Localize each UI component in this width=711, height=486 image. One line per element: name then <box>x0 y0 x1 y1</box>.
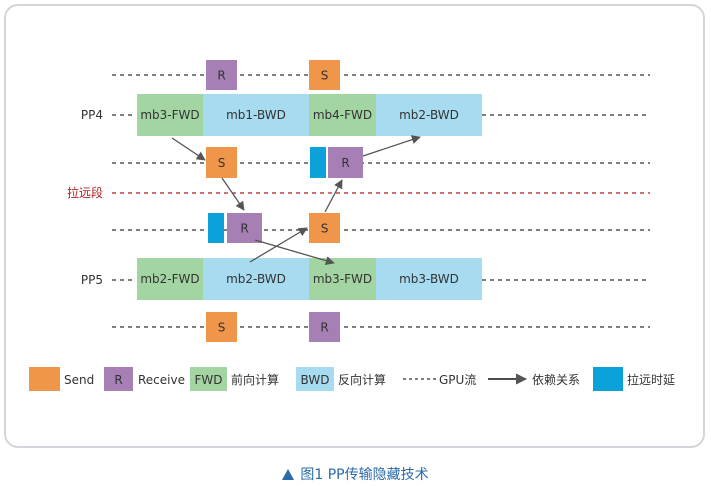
figure-caption: 图1 PP传输隐藏技术 <box>0 464 711 484</box>
pp4-top-receive-op: R <box>206 60 237 90</box>
svg-text:mb2-BWD: mb2-BWD <box>399 108 459 122</box>
pp5-block-mb2-fwd: mb2-FWD <box>137 258 203 300</box>
legend-send-label: Send <box>64 373 94 387</box>
pp4-bottom-receive-op: R <box>328 147 363 178</box>
svg-text:R: R <box>240 222 248 236</box>
pp5-block-mb3-bwd: mb3-BWD <box>376 258 482 300</box>
legend-receive-label: Receive <box>138 373 185 387</box>
pp5-block-mb3-fwd: mb3-FWD <box>309 258 376 300</box>
pp-diagram: PP4 拉远段 PP5 R S mb3-FWD mb1-BWD mb4-FWD … <box>29 60 675 391</box>
pp5-bottom-send-op: S <box>206 312 237 342</box>
svg-text:mb1-BWD: mb1-BWD <box>226 108 286 122</box>
legend-bwd-label: 反向计算 <box>338 372 386 387</box>
svg-text:mb3-FWD: mb3-FWD <box>313 272 372 286</box>
legend-receive-box-text: R <box>114 373 122 387</box>
svg-text:R: R <box>217 69 225 83</box>
pp4-label: PP4 <box>81 108 103 122</box>
caption-triangle-icon <box>282 469 295 480</box>
svg-text:mb3-BWD: mb3-BWD <box>399 272 459 286</box>
legend-send-swatch <box>29 367 60 391</box>
legend-gpu-stream-label: GPU流 <box>439 373 476 387</box>
dependency-arrow-2 <box>221 177 245 211</box>
pp4-block-mb3-fwd: mb3-FWD <box>137 94 203 136</box>
pp4-block-mb1-bwd: mb1-BWD <box>203 94 309 136</box>
pp4-pull-delay-bar <box>310 147 326 178</box>
legend-dependency-label: 依赖关系 <box>532 372 580 387</box>
legend-delay-label: 拉远时延 <box>627 372 675 387</box>
legend-fwd-box-text: FWD <box>194 373 222 387</box>
pp4-block-mb4-fwd: mb4-FWD <box>309 94 376 136</box>
svg-text:R: R <box>341 156 349 170</box>
pp5-top-send-op: S <box>309 213 340 243</box>
svg-text:mb3-FWD: mb3-FWD <box>140 108 199 122</box>
pp5-top-receive-op: R <box>227 213 262 243</box>
pp4-top-send-op: S <box>309 60 340 90</box>
legend: Send R Receive FWD 前向计算 BWD 反向计算 GPU流 依赖… <box>29 367 675 391</box>
svg-text:S: S <box>218 156 226 170</box>
dependency-arrow-4 <box>362 135 421 157</box>
pp5-pull-delay-bar <box>208 213 224 243</box>
legend-delay-swatch <box>593 367 623 391</box>
dependency-arrow-3 <box>324 179 343 213</box>
dependency-arrow-1 <box>171 137 206 161</box>
svg-text:R: R <box>320 321 328 335</box>
svg-text:S: S <box>321 69 329 83</box>
legend-receive-swatch <box>104 367 133 391</box>
legend-bwd-box-text: BWD <box>301 373 330 387</box>
dependency-arrow-5 <box>254 239 335 266</box>
pull-segment-label: 拉远段 <box>67 185 103 200</box>
svg-text:mb2-FWD: mb2-FWD <box>140 272 199 286</box>
pp5-label: PP5 <box>81 273 103 287</box>
pp4-block-mb2-bwd: mb2-BWD <box>376 94 482 136</box>
legend-bwd-swatch <box>296 367 334 391</box>
svg-text:S: S <box>218 321 226 335</box>
dependency-arrow-6 <box>249 227 308 263</box>
svg-text:mb4-FWD: mb4-FWD <box>313 108 372 122</box>
svg-text:S: S <box>321 222 329 236</box>
svg-text:mb2-BWD: mb2-BWD <box>226 272 286 286</box>
caption-text: 图1 PP传输隐藏技术 <box>300 467 429 483</box>
pp5-block-mb2-bwd: mb2-BWD <box>203 258 309 300</box>
legend-fwd-swatch <box>190 367 227 391</box>
pp5-bottom-receive-op: R <box>309 312 340 342</box>
pp4-bottom-send-op: S <box>206 147 237 178</box>
legend-fwd-label: 前向计算 <box>231 372 279 387</box>
